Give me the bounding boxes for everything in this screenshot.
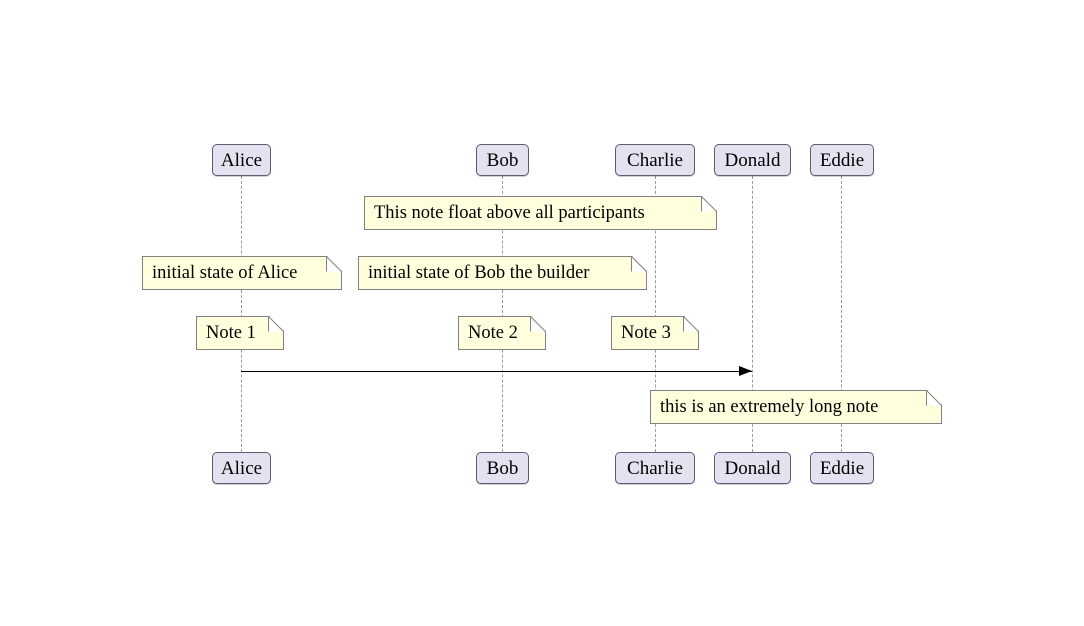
participant-foot-alice[interactable]: Alice — [212, 452, 271, 484]
note-text: Note 3 — [621, 322, 671, 343]
participant-foot-eddie[interactable]: Eddie — [810, 452, 874, 484]
participant-label: Alice — [220, 149, 263, 171]
message-line-message-alice-to-donald[interactable] — [241, 371, 752, 372]
participant-label: Charlie — [627, 149, 683, 171]
note-note-3[interactable]: Note 3 — [611, 316, 699, 350]
lifeline-charlie — [655, 176, 656, 452]
lifeline-donald — [752, 176, 753, 452]
lifeline-eddie — [841, 176, 842, 452]
participant-label: Donald — [724, 457, 781, 479]
note-text: this is an extremely long note — [660, 396, 879, 417]
participant-head-donald[interactable]: Donald — [714, 144, 791, 176]
note-note-alice-initial[interactable]: initial state of Alice — [142, 256, 342, 290]
note-text: This note float above all participants — [374, 202, 645, 223]
lifeline-alice — [241, 176, 242, 452]
participant-foot-donald[interactable]: Donald — [714, 452, 791, 484]
participant-label: Alice — [220, 457, 263, 479]
participant-head-alice[interactable]: Alice — [212, 144, 271, 176]
note-note-over-all[interactable]: This note float above all participants — [364, 196, 717, 230]
note-text: Note 2 — [468, 322, 518, 343]
participant-label: Donald — [724, 149, 781, 171]
note-text: initial state of Alice — [152, 262, 298, 283]
message-arrowhead-message-alice-to-donald — [739, 366, 752, 377]
lifeline-bob — [502, 176, 503, 452]
participant-label: Eddie — [819, 457, 865, 479]
note-text: Note 1 — [206, 322, 256, 343]
participant-label: Eddie — [819, 149, 865, 171]
participant-head-charlie[interactable]: Charlie — [615, 144, 695, 176]
participant-label: Charlie — [627, 457, 683, 479]
note-note-long[interactable]: this is an extremely long note — [650, 390, 942, 424]
participant-head-eddie[interactable]: Eddie — [810, 144, 874, 176]
participant-label: Bob — [486, 457, 519, 479]
note-note-1[interactable]: Note 1 — [196, 316, 284, 350]
participant-foot-charlie[interactable]: Charlie — [615, 452, 695, 484]
note-note-bob-initial[interactable]: initial state of Bob the builder — [358, 256, 647, 290]
note-text: initial state of Bob the builder — [368, 262, 590, 283]
participant-label: Bob — [486, 149, 519, 171]
participant-foot-bob[interactable]: Bob — [476, 452, 529, 484]
participant-head-bob[interactable]: Bob — [476, 144, 529, 176]
note-note-2[interactable]: Note 2 — [458, 316, 546, 350]
